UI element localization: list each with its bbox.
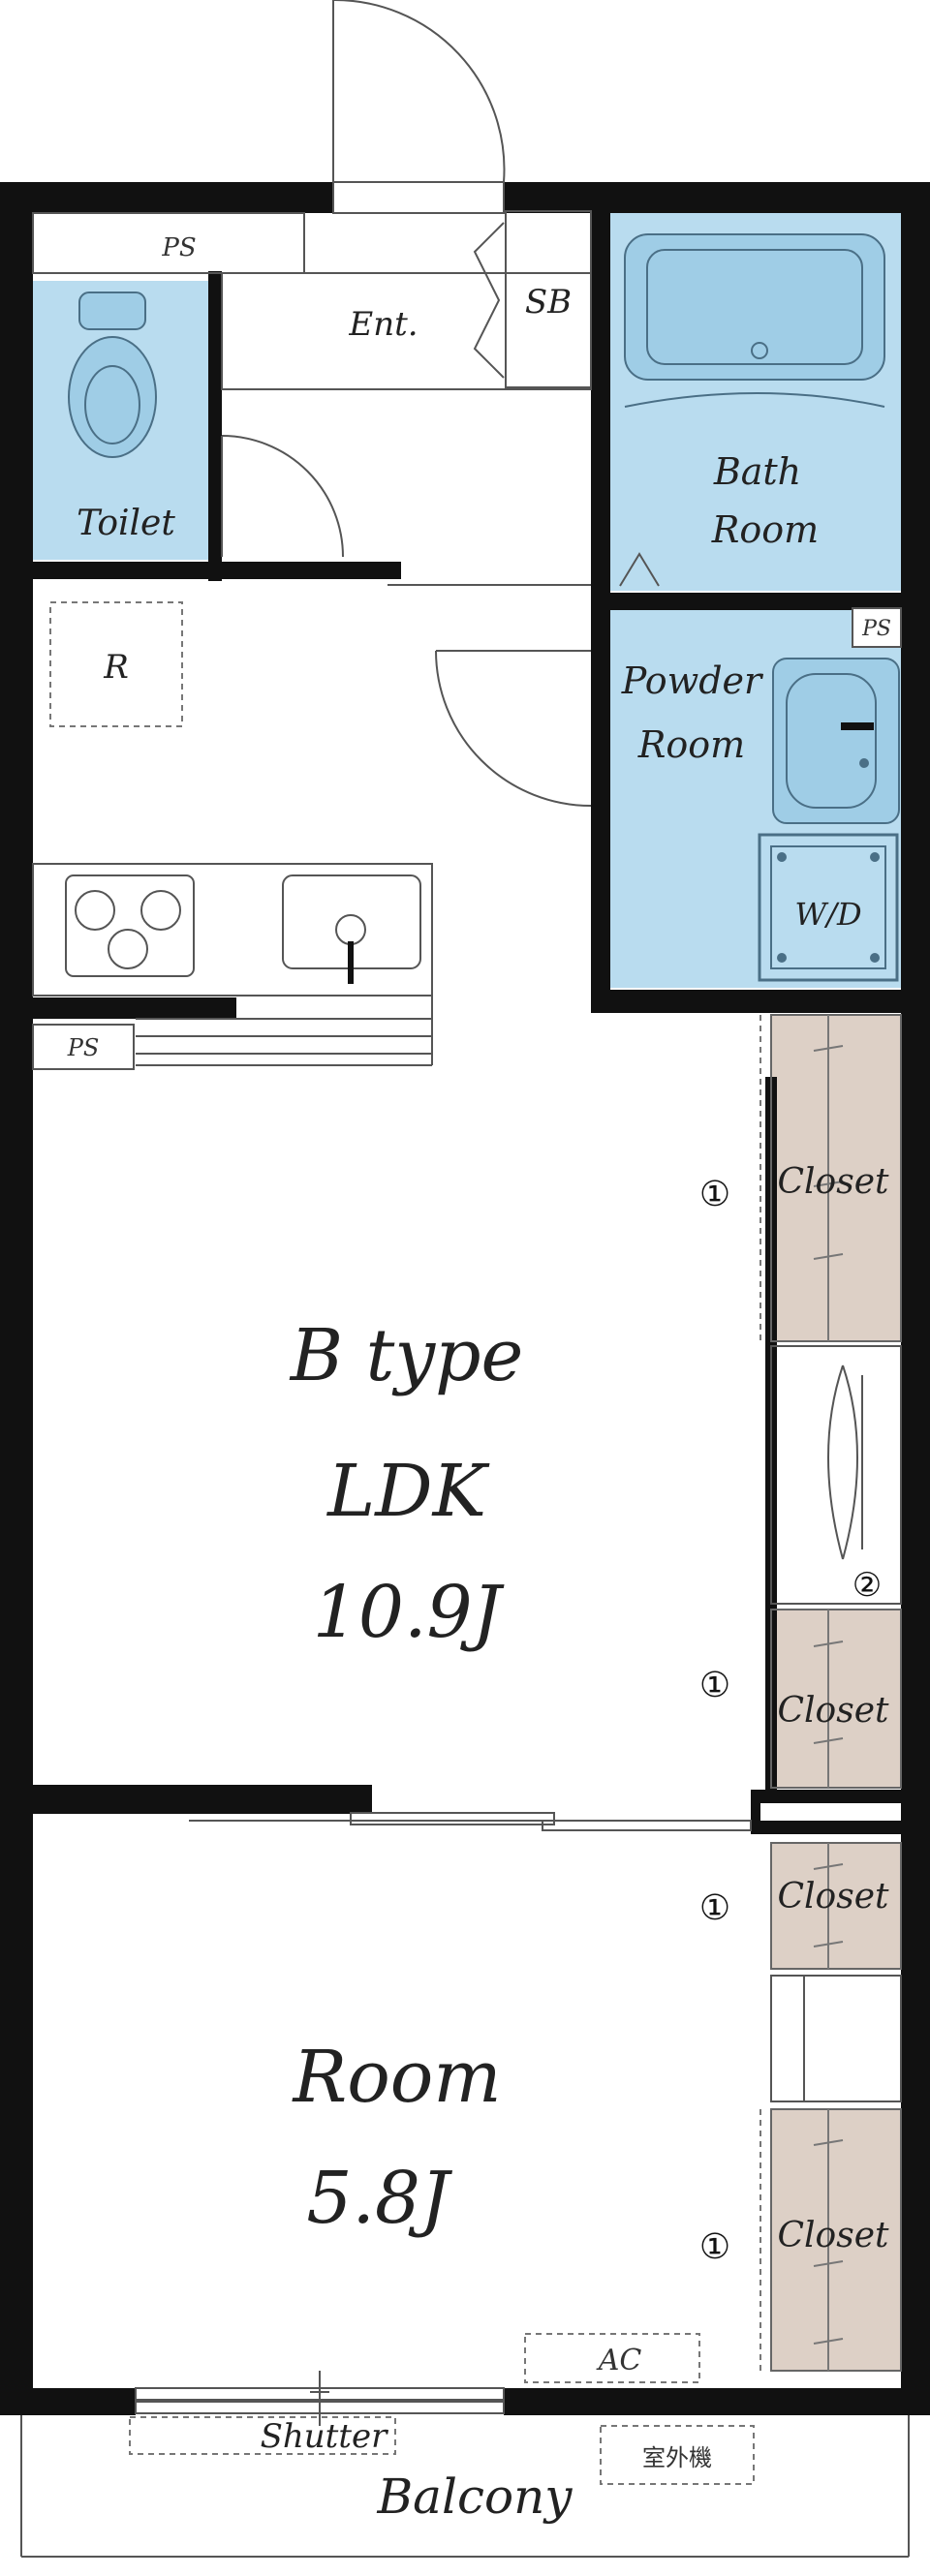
ps-top-label: PS [161,233,196,262]
bath-room-label-1: Bath [713,450,801,493]
toilet-fixture [68,291,157,458]
ps-left-box [32,1024,135,1070]
inner-walls [33,203,906,1834]
shutter-box [129,2416,396,2455]
room-size-label: 5.8J [306,2157,453,2240]
closet-3-label: Closet [778,1877,890,1917]
closet-fill-4 [771,2109,901,2371]
closet-2[interactable] [770,1609,902,1789]
bath-room-label-2: Room [711,508,819,551]
ps-right-box [852,607,902,648]
ac-label: AC [596,2344,642,2377]
fridge-space [49,601,183,727]
ldk-size-label: 10.9J [313,1571,506,1654]
bath-door-icon[interactable] [619,552,660,587]
mirror-marker: ② [852,1566,882,1605]
mirror-space [770,1345,902,1605]
powder-room-label-1: Powder [621,659,764,702]
ac-unit [524,2333,700,2383]
closet-2-marker: ① [699,1666,730,1705]
powder-room-door[interactable] [435,650,592,807]
washer-label: W/D [794,896,861,933]
washbasin [772,658,900,824]
outer-walls [0,182,930,2415]
outdoor-unit-label: 室外機 [642,2444,712,2471]
balcony-label: Balcony [376,2469,573,2525]
closet-4-label: Closet [778,2216,890,2255]
closet-fill-3 [771,1843,901,1969]
closet-fill-1 [771,1015,901,1341]
closet-4[interactable] [770,2108,902,2372]
balcony [20,2415,910,2558]
outdoor-unit [600,2425,755,2485]
fridge-label: R [103,648,129,687]
powder-room-label-2: Room [637,723,745,766]
closet-1-label: Closet [778,1162,890,1202]
washer-space [758,833,899,982]
balcony-window[interactable] [135,2371,505,2426]
shoe-box-folding-door[interactable] [473,222,505,379]
shutter-label: Shutter [261,2417,389,2456]
ps-top-box [32,212,305,274]
bathtub [624,233,885,408]
room-sliding-door[interactable] [189,1812,752,1831]
closet-1[interactable] [770,1014,902,1342]
closet-1-marker: ① [699,1175,730,1214]
kitchen-counter [32,863,433,997]
toilet-door[interactable] [221,435,344,558]
room-label: Room [292,2036,502,2119]
ps-right-label: PS [861,617,891,641]
closet-3[interactable] [770,1842,902,1970]
closet-divider-space [770,1975,902,2102]
closet-fill-2 [771,1610,901,1788]
ldk-type-label: B type [289,1314,524,1397]
entrance-label: Ent. [348,305,418,344]
kitchen-rail [136,996,433,1066]
toilet-label: Toilet [77,504,175,543]
shoe-box [505,210,592,388]
entry-door[interactable] [332,0,506,214]
shoe-box-label: SB [525,283,572,322]
closet-3-marker: ① [699,1888,730,1928]
ps-left-label: PS [67,1034,100,1061]
closet-2-label: Closet [778,1691,890,1731]
closet-4-marker: ① [699,2227,730,2267]
ldk-label: LDK [326,1450,489,1533]
